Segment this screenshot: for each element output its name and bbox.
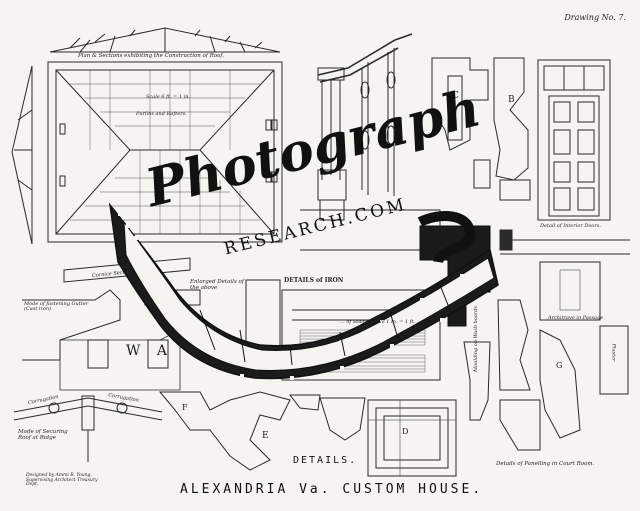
- letter-c: C: [452, 91, 459, 101]
- designer-credit: Designed by Ammi B. Young, Supervising A…: [26, 473, 98, 487]
- securing-label: Mode of Securing Roof at Ridge: [18, 429, 68, 441]
- details-iron-label: DETAILS of IRON: [284, 277, 344, 284]
- interior-doors-label: Detail of Interior Doors.: [540, 223, 601, 229]
- main-title: ALEXANDRIA Va. CUSTOM HOUSE.: [180, 482, 484, 497]
- scale-note: Scale 6 ft. = 1 in.: [146, 94, 191, 100]
- gutter-label: Mode of fastening Gutter (Cast iron): [24, 301, 89, 312]
- purlins-label: Purlins and Rafters.: [136, 111, 187, 117]
- details-heading: DETAILS.: [293, 455, 358, 466]
- letter-g: G: [556, 361, 563, 370]
- console-e: [158, 391, 291, 471]
- letter-e: E: [262, 431, 269, 441]
- moulding-g: [539, 329, 581, 439]
- wall-letter: W A: [126, 343, 173, 359]
- panelling-label: Details of Panelling in Court Room.: [496, 461, 595, 467]
- plaster-label: Plaster: [610, 343, 617, 362]
- letter-d: D: [402, 427, 409, 436]
- bracket-c: [431, 57, 489, 151]
- moulding-label: Moulding on Wash boards: [473, 306, 479, 372]
- roof-plan: [47, 61, 283, 243]
- letter-f: F: [182, 403, 188, 412]
- letter-b: B: [508, 95, 515, 105]
- stairs-label: ... of Stairs, Scale 1 in. = 1 ft.: [340, 319, 416, 325]
- panelling-d: [367, 399, 457, 477]
- enlarged-details-label: Enlarged Details of the above: [190, 279, 244, 291]
- roof-plan-caption: Plan & Sections exhibiting the Construct…: [78, 53, 225, 59]
- bracket-b: [493, 57, 529, 181]
- watermark-s-glyph: [417, 211, 475, 264]
- watermark-filmstrip: [108, 202, 499, 380]
- architrave-label: Architrave in Passage: [548, 315, 604, 321]
- drawing-number: Drawing No. 7.: [564, 13, 626, 22]
- door-elevation: [537, 59, 611, 221]
